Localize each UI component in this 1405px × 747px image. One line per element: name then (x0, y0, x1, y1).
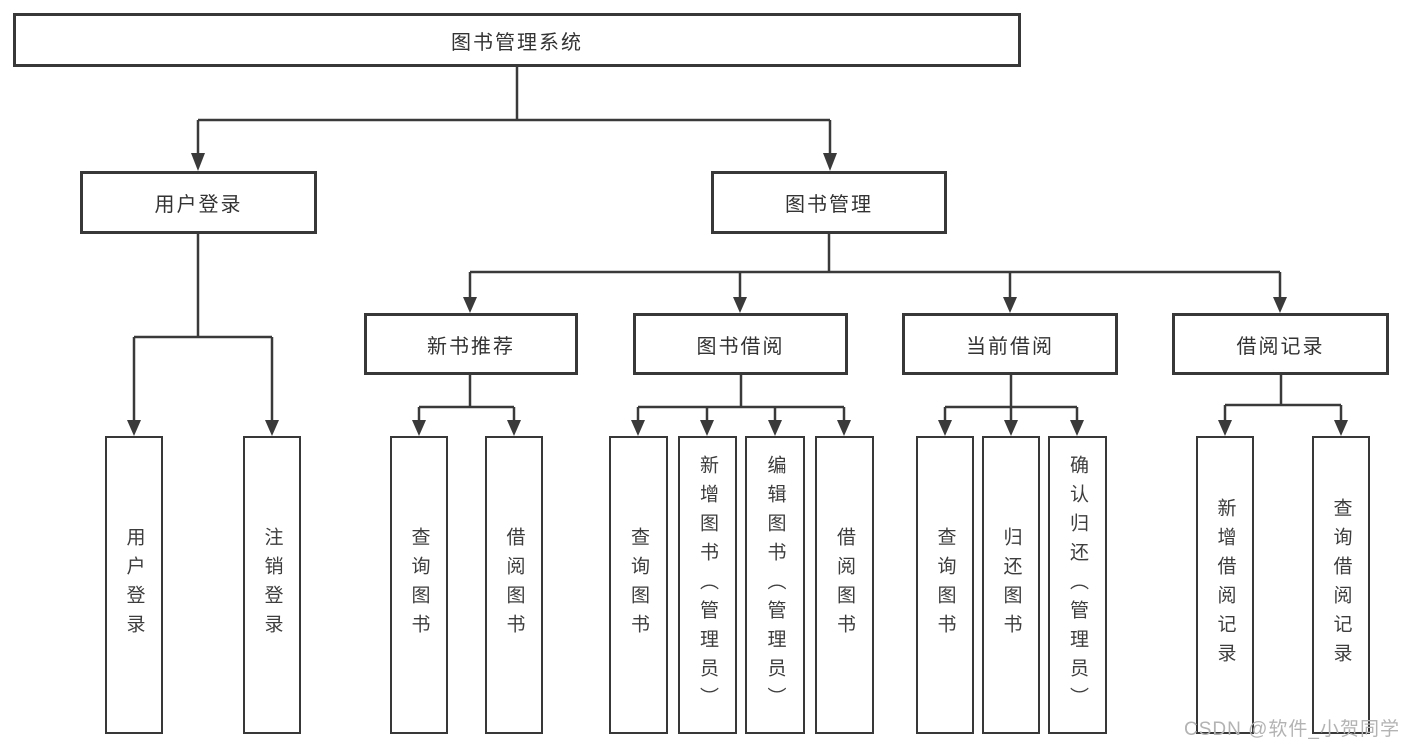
node-label: 图书借阅 (696, 335, 785, 358)
node-label: 当前借阅 (966, 335, 1054, 358)
node-book-management: 图书管理 (711, 171, 947, 234)
node-user-login-action: 用户登录 (105, 436, 163, 734)
node-label: 查询图书 (408, 527, 430, 643)
node-label: 注销登录 (261, 527, 283, 643)
node-query-books-3: 查询图书 (916, 436, 974, 734)
node-borrow-books-1: 借阅图书 (485, 436, 543, 734)
node-label: 查询图书 (628, 527, 649, 643)
node-edit-book-admin: 编辑图书（管理员） (745, 436, 805, 734)
node-label: 确认归还（管理员） (1067, 454, 1088, 716)
csdn-watermark: CSDN @软件_小贺同学 (1184, 719, 1400, 740)
node-library-management-system: 图书管理系统 (13, 13, 1021, 67)
node-borrow-books-2: 借阅图书 (815, 436, 874, 734)
node-query-borrow-record: 查询借阅记录 (1312, 436, 1370, 734)
node-return-books: 归还图书 (982, 436, 1040, 734)
node-label: 新增图书（管理员） (697, 454, 718, 716)
node-label: 图书管理 (785, 194, 873, 216)
arrowheads (127, 153, 1348, 436)
node-label: 借阅图书 (834, 527, 855, 643)
node-confirm-return-admin: 确认归还（管理员） (1048, 436, 1107, 734)
node-label: 查询借阅记录 (1330, 498, 1352, 672)
node-label: 新增借阅记录 (1214, 498, 1236, 672)
node-borrowing-records: 借阅记录 (1172, 313, 1389, 375)
node-current-borrowing: 当前借阅 (902, 313, 1118, 375)
node-logout: 注销登录 (243, 436, 301, 734)
node-label: 新书推荐 (427, 335, 515, 358)
node-label: 用户登录 (123, 527, 145, 643)
node-label: 查询图书 (934, 527, 956, 643)
node-query-books-1: 查询图书 (390, 436, 448, 734)
node-label: 归还图书 (1000, 527, 1022, 643)
node-label: 借阅图书 (503, 527, 525, 643)
node-new-book-recommendation: 新书推荐 (364, 313, 578, 375)
node-user-login: 用户登录 (80, 171, 317, 234)
node-label: 图书管理系统 (451, 31, 583, 54)
node-add-book-admin: 新增图书（管理员） (678, 436, 737, 734)
node-query-books-2: 查询图书 (609, 436, 668, 734)
node-label: 用户登录 (154, 194, 243, 216)
node-label: 编辑图书（管理员） (764, 454, 786, 716)
node-book-borrowing: 图书借阅 (633, 313, 848, 375)
node-label: 借阅记录 (1236, 335, 1325, 358)
node-add-borrow-record: 新增借阅记录 (1196, 436, 1254, 734)
